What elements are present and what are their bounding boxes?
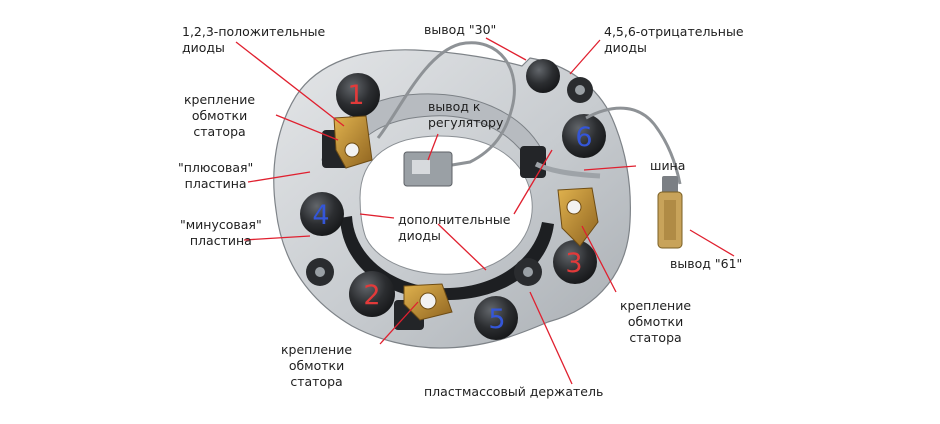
- diode-4-cap: [300, 192, 344, 236]
- diode-body: [520, 146, 546, 178]
- regulator-wire: [376, 41, 516, 168]
- diode-number-3: 3: [565, 248, 582, 279]
- diode-number-6: 6: [575, 122, 592, 153]
- regulator-connector: [403, 151, 453, 187]
- diode-6-cap: [562, 114, 606, 158]
- stator-terminal-bottom: [403, 283, 453, 321]
- label-plastic-holder: пластмассовый держатель: [424, 384, 604, 399]
- stator-terminal-right: [557, 187, 599, 247]
- label-output-61: вывод "61": [670, 256, 743, 271]
- label-negative-diodes: 4,5,6-отрицательные диоды: [604, 24, 744, 55]
- diode-number-2: 2: [363, 280, 380, 311]
- label-minus-plate: "минусовая" пластина: [180, 217, 262, 248]
- mount-stud: [575, 85, 585, 95]
- diode-3-cap: [553, 240, 597, 284]
- bus-strip: [534, 161, 601, 179]
- diode-5-cap: [474, 296, 518, 340]
- label-stator-mount-bottom: крепление обмотки статора: [281, 342, 353, 389]
- label-bus: шина: [650, 158, 686, 173]
- label-stator-mount-top: крепление обмотки статора: [184, 92, 256, 139]
- label-regulator-output: вывод к регулятору: [428, 99, 504, 130]
- label-positive-diodes: 1,2,3-положительные диоды: [182, 24, 326, 55]
- diode-number-1: 1: [347, 80, 364, 111]
- label-stator-mount-right: крепление обмотки статора: [620, 298, 692, 345]
- label-plus-plate: "плюсовая" пластина: [178, 160, 254, 191]
- leader-lines: [235, 37, 735, 385]
- output-61-connector: [657, 176, 683, 249]
- mount-stud: [523, 267, 533, 277]
- stator-terminal-top: [333, 115, 373, 169]
- diode-number-4: 4: [312, 200, 329, 231]
- diode-number-5: 5: [488, 304, 505, 335]
- label-output-30: вывод "30": [424, 22, 497, 37]
- plate-cutout: [359, 135, 533, 275]
- mount-stud: [315, 267, 325, 277]
- label-extra-diodes: дополнительные диоды: [398, 212, 511, 243]
- plastic-holder-shape: [340, 216, 554, 301]
- diode-1-cap: [336, 73, 380, 117]
- bus-wire: [585, 106, 682, 185]
- output-30-terminal: [526, 59, 560, 93]
- diode-2-cap: [349, 271, 395, 317]
